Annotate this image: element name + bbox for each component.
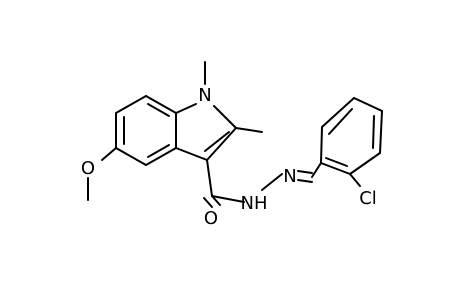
atom-o-carbonyl: O [204, 208, 218, 229]
atom-chlorine: Cl [359, 188, 377, 209]
indole-benzene-ring [115, 95, 177, 166]
atom-o-methoxy: O [81, 158, 95, 179]
chlorophenyl-ring [320, 97, 383, 187]
c2-methyl-bond [235, 127, 263, 133]
atom-nh-amide: NH [241, 193, 268, 214]
atom-n-hydrazone: N [283, 166, 296, 187]
carbohydrazide-chain [203, 159, 322, 208]
atom-n-indole: N [198, 85, 211, 106]
methoxy-group [87, 147, 117, 201]
indole-pyrrole-ring [175, 103, 237, 161]
